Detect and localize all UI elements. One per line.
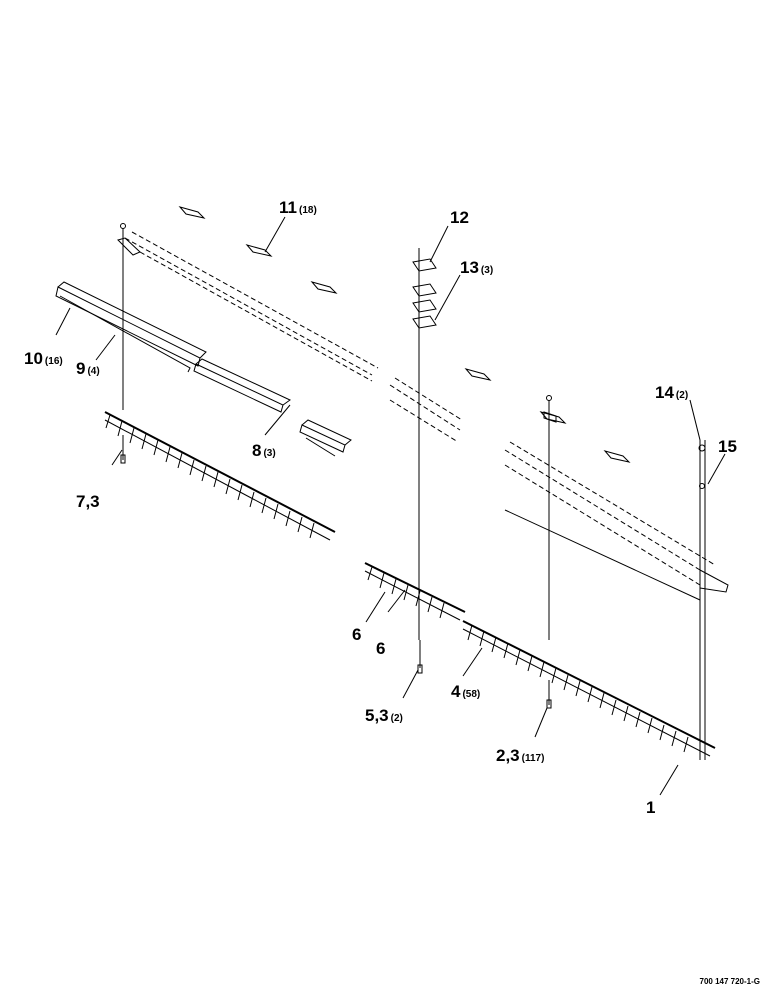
fastener-hardware <box>120 223 706 709</box>
callout-labels: 11(18) 12 13(3) 10(16) 9(4) 8(3) 7,3 14(… <box>24 198 737 817</box>
callout-1: 1 <box>646 798 655 817</box>
callout-10: 10(16) <box>24 349 63 368</box>
sickle-section-row-middle <box>364 562 466 621</box>
callout-7-3: 7,3 <box>76 492 100 511</box>
callout-9: 9(4) <box>76 359 100 378</box>
callout-11: 11(18) <box>279 198 317 217</box>
callout-15: 15 <box>718 437 737 456</box>
sickle-section-row-right <box>462 620 716 757</box>
shim-stack <box>412 248 437 330</box>
callout-6-left: 6 <box>352 625 361 644</box>
callout-13: 13(3) <box>460 258 493 277</box>
knife-back-bar <box>117 231 729 601</box>
callout-4: 4(58) <box>451 682 480 701</box>
wear-strip-group <box>55 281 352 457</box>
sickle-section-row-left <box>104 411 336 541</box>
callout-5-3: 5,3(2) <box>365 706 403 725</box>
leader-lines <box>55 216 726 796</box>
callout-8: 8(3) <box>252 441 276 460</box>
callout-14: 14(2) <box>655 383 688 402</box>
callout-12: 12 <box>450 208 469 227</box>
fastener-lines <box>122 228 706 760</box>
callout-2-3: 2,3(117) <box>496 746 544 765</box>
callout-6-right: 6 <box>376 639 385 658</box>
hold-down-clip-group <box>178 206 631 463</box>
figure-reference-number: 700 147 720-1-G <box>700 977 761 986</box>
